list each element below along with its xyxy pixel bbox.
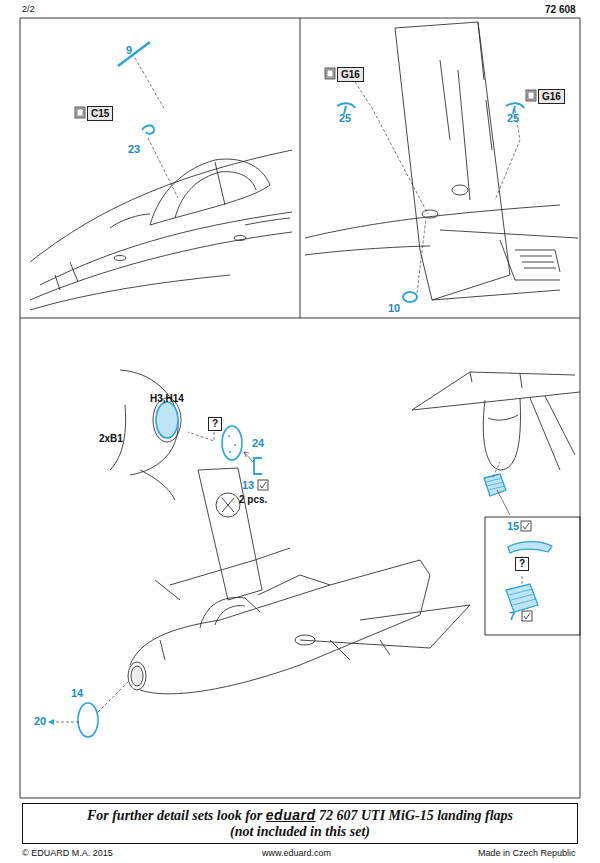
footer-text: (not included in this set)	[29, 824, 571, 840]
leader-lines	[188, 432, 253, 462]
panel-frames	[20, 18, 580, 798]
callout-number: 14	[71, 687, 83, 699]
leader-lines	[355, 82, 520, 293]
part-reference-box: G16	[337, 67, 364, 82]
box-text: G16	[341, 69, 360, 80]
footer-note-box: For further detail sets look for eduard …	[22, 803, 578, 844]
part-reference-box: C15	[87, 106, 113, 121]
canopy-view	[30, 150, 292, 310]
leader-lines	[135, 58, 178, 198]
fold-symbols	[258, 480, 532, 621]
photo-etch-parts	[337, 103, 524, 302]
callout-number: 25	[507, 112, 519, 124]
kit-part-reference: 2xB1	[99, 433, 123, 444]
part-reference-box: G16	[538, 89, 565, 104]
photo-etch-parts	[48, 703, 98, 737]
callout-number: 10	[388, 302, 400, 314]
copyright-note: © EDUARD M.A. 2015	[22, 848, 113, 858]
photo-etch-parts	[118, 42, 154, 134]
callout-number: 25	[339, 112, 351, 124]
aircraft-view	[128, 468, 470, 694]
callout-number: 13	[242, 479, 254, 491]
detail-inset	[485, 517, 580, 635]
footer-text: 72 607 UTI MiG-15 landing flaps	[319, 808, 513, 823]
box-text: G16	[542, 91, 561, 102]
photo-etch-parts	[156, 402, 262, 474]
callout-number: 24	[252, 437, 264, 449]
optional-step-box: ?	[208, 417, 222, 431]
box-text: ?	[519, 558, 525, 569]
callout-number: 15	[507, 520, 519, 532]
kit-part-icons	[75, 68, 536, 118]
callout-number: 9	[126, 44, 132, 56]
quantity-note: 2 pcs.	[239, 494, 267, 505]
tail-view	[305, 22, 578, 300]
box-text: ?	[212, 418, 218, 429]
photo-etch-parts	[484, 474, 552, 612]
optional-step-box: ?	[515, 557, 529, 571]
website: www.eduard.com	[262, 848, 331, 858]
callout-number: 20	[34, 715, 46, 727]
callout-number: 23	[128, 143, 140, 155]
wheel-bay-view	[412, 372, 580, 470]
leader-lines	[56, 682, 128, 722]
footer-text: eduard	[266, 807, 316, 823]
set-number: 72 608	[545, 4, 576, 15]
kit-part-reference: H3,H14	[150, 393, 184, 404]
callout-number: 7	[509, 610, 515, 622]
box-text: C15	[91, 108, 109, 119]
footer-text: For further detail sets look for	[87, 808, 262, 823]
page-number: 2/2	[22, 4, 35, 14]
origin-note: Made in Czech Republic	[478, 848, 576, 858]
